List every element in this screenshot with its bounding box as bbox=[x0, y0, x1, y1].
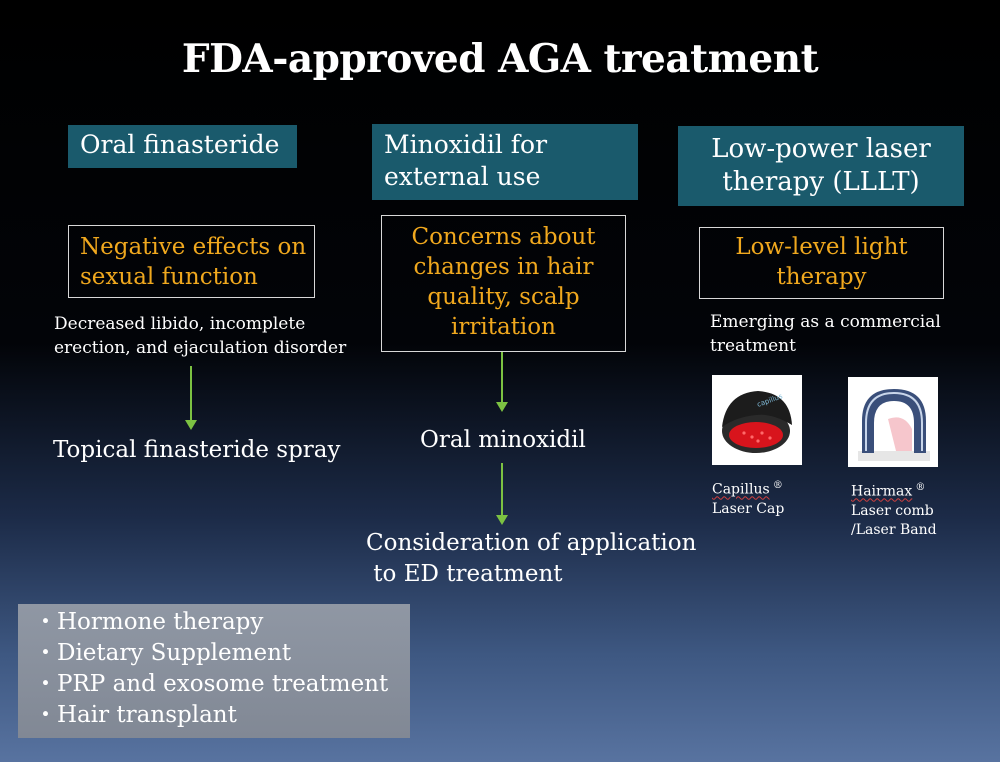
concern-box-hair-quality: Concerns about changes in hair quality, … bbox=[381, 215, 626, 352]
arrow-down-icon bbox=[185, 366, 197, 430]
bullet: ・ bbox=[34, 640, 57, 666]
concern-line: Negative effects on bbox=[80, 234, 307, 260]
header-line: Low-power laser bbox=[711, 134, 931, 164]
list-item-label: PRP and exosome treatment bbox=[57, 671, 389, 697]
capillus-desc: Laser Cap bbox=[712, 500, 785, 517]
list-item: ・PRP and exosome treatment bbox=[34, 669, 388, 700]
commercial-note: Emerging as a commercial treatment bbox=[710, 310, 941, 358]
capillus-name: Capillus bbox=[712, 481, 770, 498]
header-line: therapy (LLLT) bbox=[722, 167, 920, 197]
header-line: Minoxidil for bbox=[384, 130, 548, 159]
hairmax-desc: /Laser Band bbox=[851, 521, 937, 538]
concern-line: Concerns about bbox=[411, 224, 596, 250]
arrow-down-icon bbox=[496, 352, 508, 412]
note-line: Emerging as a commercial bbox=[710, 312, 941, 332]
registered-mark: ® bbox=[769, 480, 783, 491]
concern-box-low-level-light: Low-level light therapy bbox=[699, 227, 944, 299]
other-treatments-panel bbox=[18, 604, 410, 738]
bullet: ・ bbox=[34, 609, 57, 635]
result-oral-minoxidil: Oral minoxidil bbox=[420, 427, 586, 453]
header-oral-finasteride: Oral finasteride bbox=[68, 125, 297, 168]
note-line: erection, and ejaculation disorder bbox=[54, 338, 347, 358]
bullet: ・ bbox=[34, 671, 57, 697]
hairmax-caption: Hairmax ® Laser comb /Laser Band bbox=[851, 478, 937, 540]
bullet: ・ bbox=[34, 702, 57, 728]
header-lllt: Low-power laser therapy (LLLT) bbox=[678, 126, 964, 206]
list-item-label: Hair transplant bbox=[57, 702, 237, 728]
hairmax-laser-band-image bbox=[848, 377, 938, 467]
hairmax-name-line: Hairmax ® bbox=[851, 478, 937, 502]
concern-line: irritation bbox=[451, 314, 556, 340]
hairmax-desc: Laser comb bbox=[851, 502, 934, 519]
result-ed-treatment: Consideration of application to ED treat… bbox=[366, 528, 696, 590]
header-minoxidil: Minoxidil for external use bbox=[372, 124, 638, 200]
other-treatments-list: ・Hormone therapy ・Dietary Supplement ・PR… bbox=[34, 607, 388, 731]
list-item-label: Dietary Supplement bbox=[57, 640, 292, 666]
result-line: to ED treatment bbox=[366, 561, 563, 587]
page-title: FDA-approved AGA treatment bbox=[181, 36, 819, 82]
concern-line: changes in hair bbox=[413, 254, 594, 280]
result-topical-finasteride: Topical finasteride spray bbox=[53, 437, 341, 463]
concern-line: sexual function bbox=[80, 264, 258, 290]
note-line: Decreased libido, incomplete bbox=[54, 314, 306, 334]
result-line: Consideration of application bbox=[366, 530, 697, 556]
concern-line: Low-level light bbox=[735, 234, 908, 260]
header-label: Oral finasteride bbox=[80, 130, 280, 159]
side-effects-note: Decreased libido, incomplete erection, a… bbox=[54, 312, 346, 360]
list-item-label: Hormone therapy bbox=[57, 609, 264, 635]
list-item: ・Hair transplant bbox=[34, 700, 388, 731]
capillus-name-line: Capillus ® bbox=[712, 476, 784, 500]
list-item: ・Dietary Supplement bbox=[34, 638, 388, 669]
list-item: ・Hormone therapy bbox=[34, 607, 388, 638]
concern-line: therapy bbox=[776, 264, 867, 290]
note-line: treatment bbox=[710, 336, 796, 356]
registered-mark: ® bbox=[912, 482, 926, 493]
capillus-laser-cap-image: capillus bbox=[712, 375, 802, 465]
capillus-caption: Capillus ® Laser Cap bbox=[712, 476, 784, 519]
hairmax-name: Hairmax bbox=[851, 483, 913, 500]
concern-box-sexual-function: Negative effects on sexual function bbox=[68, 225, 315, 298]
concern-line: quality, scalp bbox=[427, 284, 580, 310]
header-line: external use bbox=[384, 162, 541, 191]
arrow-down-icon bbox=[496, 463, 508, 525]
